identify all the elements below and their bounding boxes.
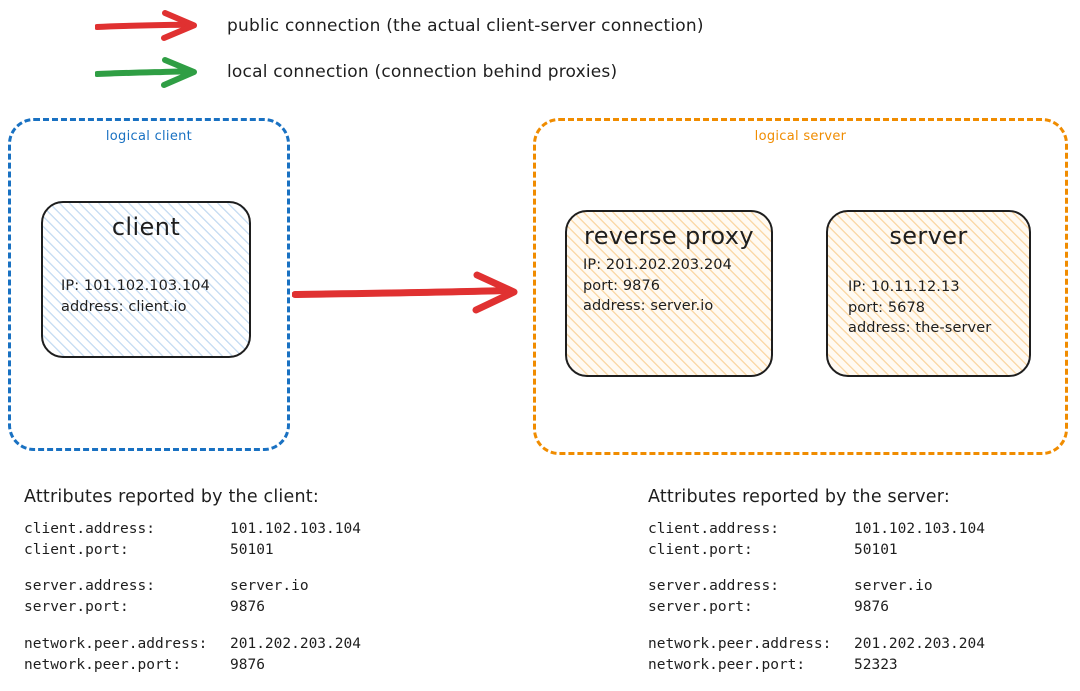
public-connection-arrow-icon (292, 271, 518, 314)
server-node-title: server (889, 222, 968, 250)
attr-value: 9876 (854, 599, 889, 616)
attr-value: 9876 (230, 656, 265, 673)
attr-key: client.port: (24, 542, 129, 559)
server-node-port: port: 5678 (848, 299, 926, 316)
attr-value: server.io (854, 578, 933, 595)
attr-group-spacer (24, 561, 361, 576)
attr-group-spacer (24, 619, 361, 634)
client-attributes-heading: Attributes reported by the client: (24, 487, 319, 507)
reverse-proxy-node-ip: IP: 201.202.203.204 (583, 257, 732, 274)
server-attributes-table: Attributes reported by the server: clien… (648, 487, 985, 676)
attr-key: client.port: (648, 542, 753, 559)
server-node-address: address: the-server (848, 320, 992, 337)
legend-label-local-connection: local connection (connection behind prox… (227, 62, 618, 82)
attr-key: server.port: (24, 599, 129, 616)
attr-key: network.peer.port: (648, 656, 806, 673)
client-attributes-grid: client.address: 101.102.103.104 client.p… (24, 519, 361, 676)
attr-value: 101.102.103.104 (230, 521, 361, 537)
reverse-proxy-node: reverse proxy IP: 201.202.203.204 port: … (565, 210, 773, 377)
logical-client-group: logical client (8, 118, 290, 451)
attr-key: network.peer.port: (24, 656, 182, 673)
client-node-address: address: client.io (61, 298, 187, 315)
reverse-proxy-node-title: reverse proxy (584, 222, 754, 250)
attr-value: 201.202.203.204 (230, 635, 361, 652)
attr-value: 101.102.103.104 (854, 521, 985, 537)
attr-group-spacer (648, 561, 985, 576)
server-node-ip: IP: 10.11.12.13 (848, 279, 960, 296)
red-arrow-icon (95, 10, 197, 41)
reverse-proxy-node-details: IP: 201.202.203.204 port: 9876 address: … (581, 255, 757, 317)
client-node-details: IP: 101.102.103.104 address: client.io (57, 276, 235, 317)
logical-server-group: logical server (533, 118, 1068, 455)
attr-group-spacer (648, 619, 985, 634)
attr-key: client.address: (648, 521, 779, 537)
client-node-ip: IP: 101.102.103.104 (61, 278, 210, 295)
legend-item-local-connection: local connection (connection behind prox… (95, 56, 617, 88)
reverse-proxy-node-address: address: server.io (583, 298, 714, 315)
attr-value: 9876 (230, 599, 265, 616)
attr-key: client.address: (24, 521, 155, 537)
attr-key: server.port: (648, 599, 753, 616)
client-node-title: client (111, 213, 181, 241)
server-node-details: IP: 10.11.12.13 port: 5678 address: the-… (842, 277, 1015, 339)
attr-value: 50101 (854, 542, 898, 559)
logical-client-label: logical client (105, 129, 193, 144)
attr-value: 201.202.203.204 (854, 635, 985, 652)
client-node: client IP: 101.102.103.104 address: clie… (41, 201, 251, 358)
attr-key: network.peer.address: (24, 635, 208, 652)
attr-value: server.io (230, 578, 309, 595)
legend-item-public-connection: public connection (the actual client-ser… (95, 10, 704, 42)
attr-value: 50101 (230, 542, 274, 559)
client-attributes-table: Attributes reported by the client: clien… (24, 487, 361, 676)
reverse-proxy-node-port: port: 9876 (583, 277, 661, 294)
attr-key: network.peer.address: (648, 635, 832, 652)
attr-key: server.address: (24, 578, 155, 595)
green-arrow-icon (95, 57, 197, 88)
attr-key: server.address: (648, 578, 779, 595)
server-attributes-heading: Attributes reported by the server: (648, 487, 950, 507)
server-node: server IP: 10.11.12.13 port: 5678 addres… (826, 210, 1031, 377)
attr-value: 52323 (854, 656, 898, 673)
server-attributes-grid: client.address: 101.102.103.104 client.p… (648, 519, 985, 676)
legend-label-public-connection: public connection (the actual client-ser… (227, 16, 704, 36)
logical-server-label: logical server (754, 129, 847, 144)
